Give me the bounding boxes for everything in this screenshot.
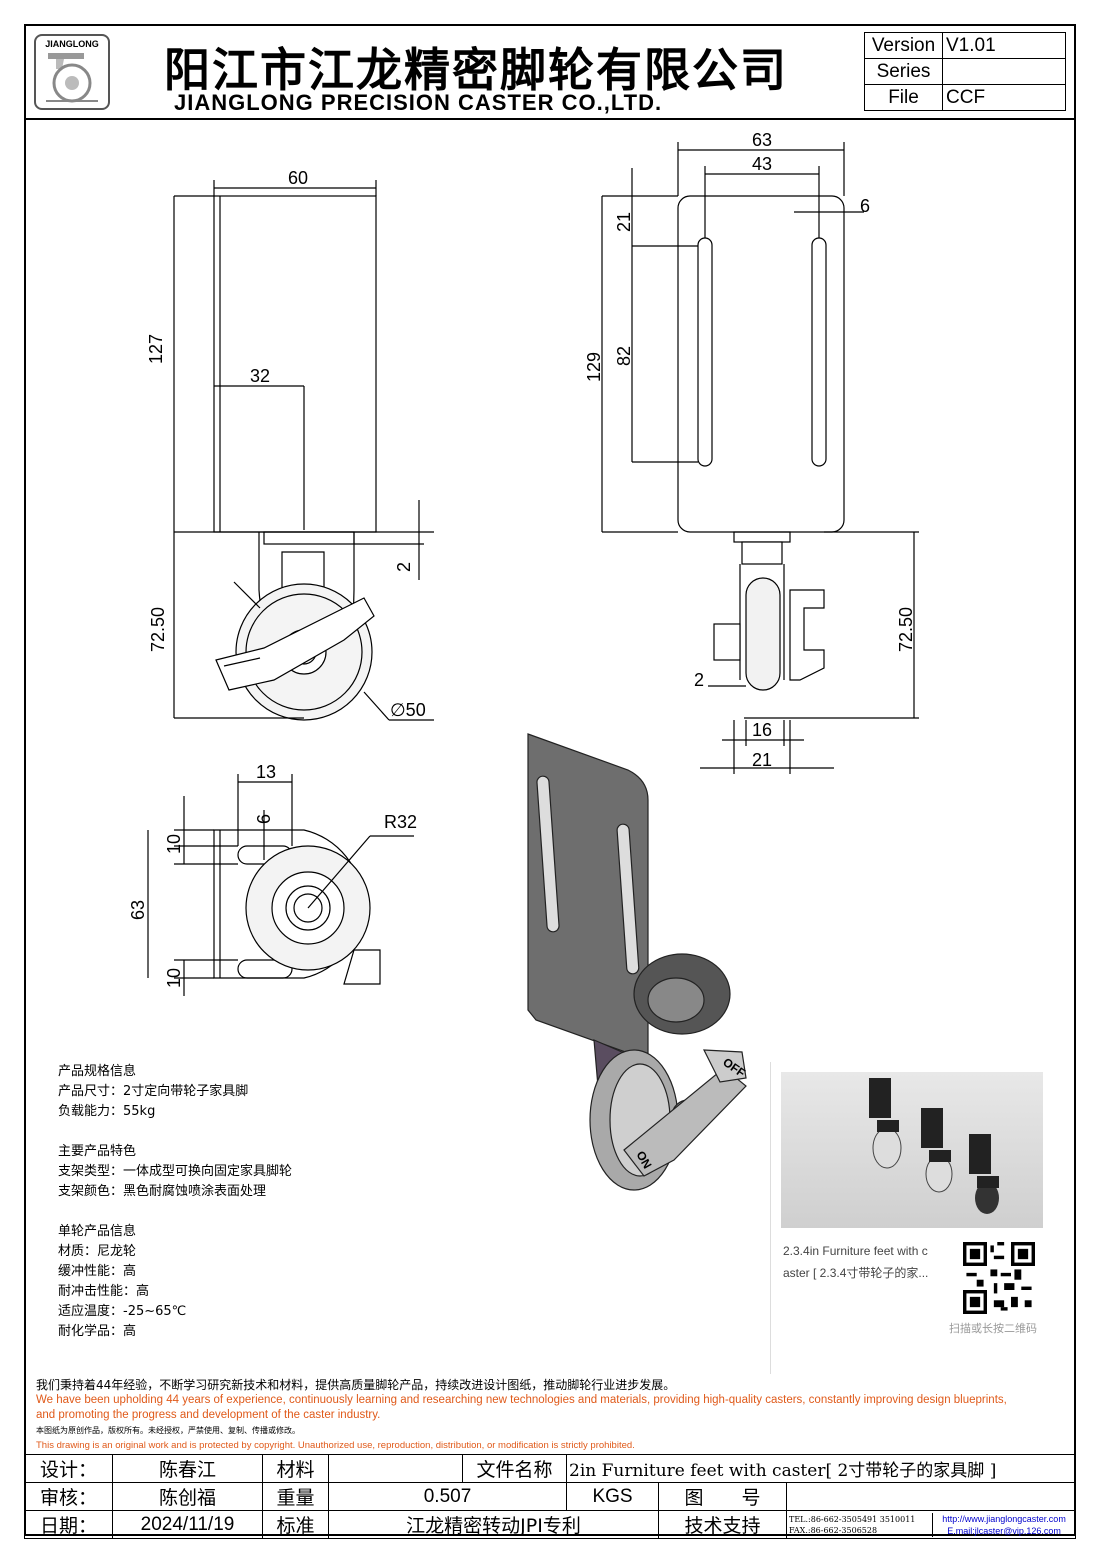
material-value [328, 1454, 463, 1483]
isometric-render [527, 733, 747, 1191]
product-card[interactable]: 2.3.4in Furniture feet with c aster [ 2.… [770, 1062, 1052, 1374]
spec-load: 负载能力：55kg [58, 1104, 156, 1119]
product-link-line-2: aster [ 2.3.4寸带轮子的家... [783, 1266, 929, 1280]
design-value: 陈春江 [112, 1454, 263, 1483]
spec-section-3-title: 单轮产品信息 [58, 1224, 137, 1239]
review-label: 审核： [24, 1482, 113, 1511]
company-logo: JIANGLONG [34, 34, 110, 110]
top-view [147, 774, 414, 996]
phone-block: TEL.:86-662-3505491 3510011 FAX.:86-662-… [787, 1512, 934, 1537]
email-link[interactable]: E.mail:jlcaster@vip.126.com [947, 1525, 1061, 1536]
dim-43: 43 [752, 154, 772, 174]
dim-6-front: 6 [860, 196, 870, 216]
dim-129: 129 [584, 352, 604, 382]
series-label: Series [864, 58, 943, 85]
contact-cell: TEL.:86-662-3505491 3510011 FAX.:86-662-… [786, 1510, 1076, 1539]
tel: TEL.:86-662-3505491 3510011 [789, 1514, 916, 1524]
spec-bracket-type: 支架类型：一体成型可换向固定家具脚轮 [58, 1164, 293, 1179]
side-view [173, 180, 434, 721]
file-label: File [864, 84, 943, 111]
weight-label: 重量 [262, 1482, 329, 1511]
fax: FAX.:86-662-3506528 [789, 1525, 878, 1535]
dim-63-top: 63 [128, 900, 148, 920]
notice-en-line-1: We have been upholding 44 years of exper… [36, 1394, 1007, 1406]
spec-chemical: 耐化学品：高 [58, 1324, 137, 1339]
spec-cushion: 缓冲性能：高 [58, 1264, 137, 1279]
series-value [942, 58, 1066, 85]
dim-2-front: 2 [694, 670, 704, 690]
spec-size: 产品尺寸：2寸定向带轮子家具脚 [58, 1084, 249, 1099]
company-name-en: JIANGLONG PRECISION CASTER CO.,LTD. [174, 90, 663, 115]
dim-6-top: 6 [254, 814, 274, 824]
web-block[interactable]: http://www.jianglongcaster.com E.mail:jl… [933, 1513, 1075, 1537]
product-photo-illustration [869, 1078, 999, 1214]
copyright-en: This drawing is an original work and is … [36, 1440, 635, 1451]
website-link[interactable]: http://www.jianglongcaster.com [942, 1513, 1066, 1524]
notice-cn: 我们秉持着44年经验，不断学习研究新技术和材料，提供高质量脚轮产品，持续改进设计… [36, 1378, 676, 1392]
design-label: 设计： [24, 1454, 113, 1483]
product-link-line-1: 2.3.4in Furniture feet with c [783, 1244, 928, 1258]
product-photo[interactable] [781, 1072, 1043, 1228]
standard-label: 标准 [262, 1510, 329, 1539]
dim-72-50-side: 72.50 [148, 607, 168, 652]
dim-32: 32 [250, 366, 270, 386]
company-name-cn: 阳江市江龙精密脚轮有限公司 [164, 43, 788, 97]
date-label: 日期： [24, 1510, 113, 1539]
dim-diameter-50: ∅50 [390, 700, 426, 720]
logo-text: JIANGLONG [45, 39, 99, 49]
material-label: 材料 [262, 1454, 329, 1483]
spec-section-1-title: 产品规格信息 [58, 1064, 137, 1079]
review-value: 陈创福 [112, 1482, 263, 1511]
dim-16: 16 [752, 720, 772, 740]
spec-bracket-color: 支架颜色：黑色耐腐蚀喷涂表面处理 [58, 1184, 267, 1199]
weight-unit: KGS [566, 1482, 659, 1511]
filename-label: 文件名称 [462, 1454, 567, 1483]
dim-60: 60 [288, 168, 308, 188]
qr-code[interactable] [963, 1242, 1035, 1314]
drawing-no-value [786, 1482, 1076, 1511]
copyright-cn: 本图纸为原创作品，版权所有。未经授权，严禁使用、复制、传播或修改。 [36, 1426, 300, 1435]
spec-material: 材质：尼龙轮 [58, 1244, 137, 1259]
dim-21-front-bottom: 21 [752, 750, 772, 770]
date-value: 2024/11/19 [112, 1510, 263, 1539]
dim-2-side: 2 [394, 562, 414, 572]
dim-127: 127 [146, 334, 166, 364]
dim-10-bottom: 10 [164, 968, 184, 988]
weight-value: 0.507 [328, 1482, 567, 1511]
support-label: 技术支持 [658, 1510, 787, 1539]
product-specs: 产品规格信息 产品尺寸：2寸定向带轮子家具脚 负载能力：55kg 主要产品特色 … [58, 1062, 292, 1362]
technical-drawing: 60 127 32 2 72.50 ∅50 63 4 [128, 130, 919, 1191]
dim-63-front: 63 [752, 130, 772, 150]
product-link-text[interactable]: 2.3.4in Furniture feet with c aster [ 2.… [783, 1240, 943, 1284]
caster-logo-icon [46, 53, 98, 103]
dim-82: 82 [614, 346, 634, 366]
drawing-no-label: 图 号 [658, 1482, 787, 1511]
dim-72-50-front: 72.50 [896, 607, 916, 652]
dim-21-front: 21 [614, 212, 634, 232]
spec-section-2-title: 主要产品特色 [58, 1144, 137, 1159]
filename-value: 2in Furniture feet with caster[ 2寸带轮子的家具… [566, 1454, 1076, 1483]
header: JIANGLONG 阳江市江龙精密脚轮有限公司 JIANGLONG PRECIS… [24, 24, 1076, 120]
spec-temperature: 适应温度：-25~65℃ [58, 1304, 187, 1319]
notice-en-line-2: and promoting the progress and developme… [36, 1409, 381, 1421]
dim-10-top: 10 [164, 834, 184, 854]
standard-value: 江龙精密转动JPI专利 [328, 1510, 659, 1539]
front-view [601, 142, 919, 774]
title-block: 设计： 陈春江 材料 文件名称 2in Furniture feet with … [24, 1454, 1076, 1539]
version-value: V1.01 [942, 32, 1066, 59]
file-value: CCF [942, 84, 1066, 111]
version-label: Version [864, 32, 943, 59]
dim-13: 13 [256, 762, 276, 782]
spec-impact: 耐冲击性能：高 [58, 1284, 150, 1299]
dim-r32: R32 [384, 812, 417, 832]
qr-caption: 扫描或长按二维码 [949, 1322, 1037, 1335]
copyright-notice: 我们秉持着44年经验，不断学习研究新技术和材料，提供高质量脚轮产品，持续改进设计… [36, 1378, 1076, 1453]
